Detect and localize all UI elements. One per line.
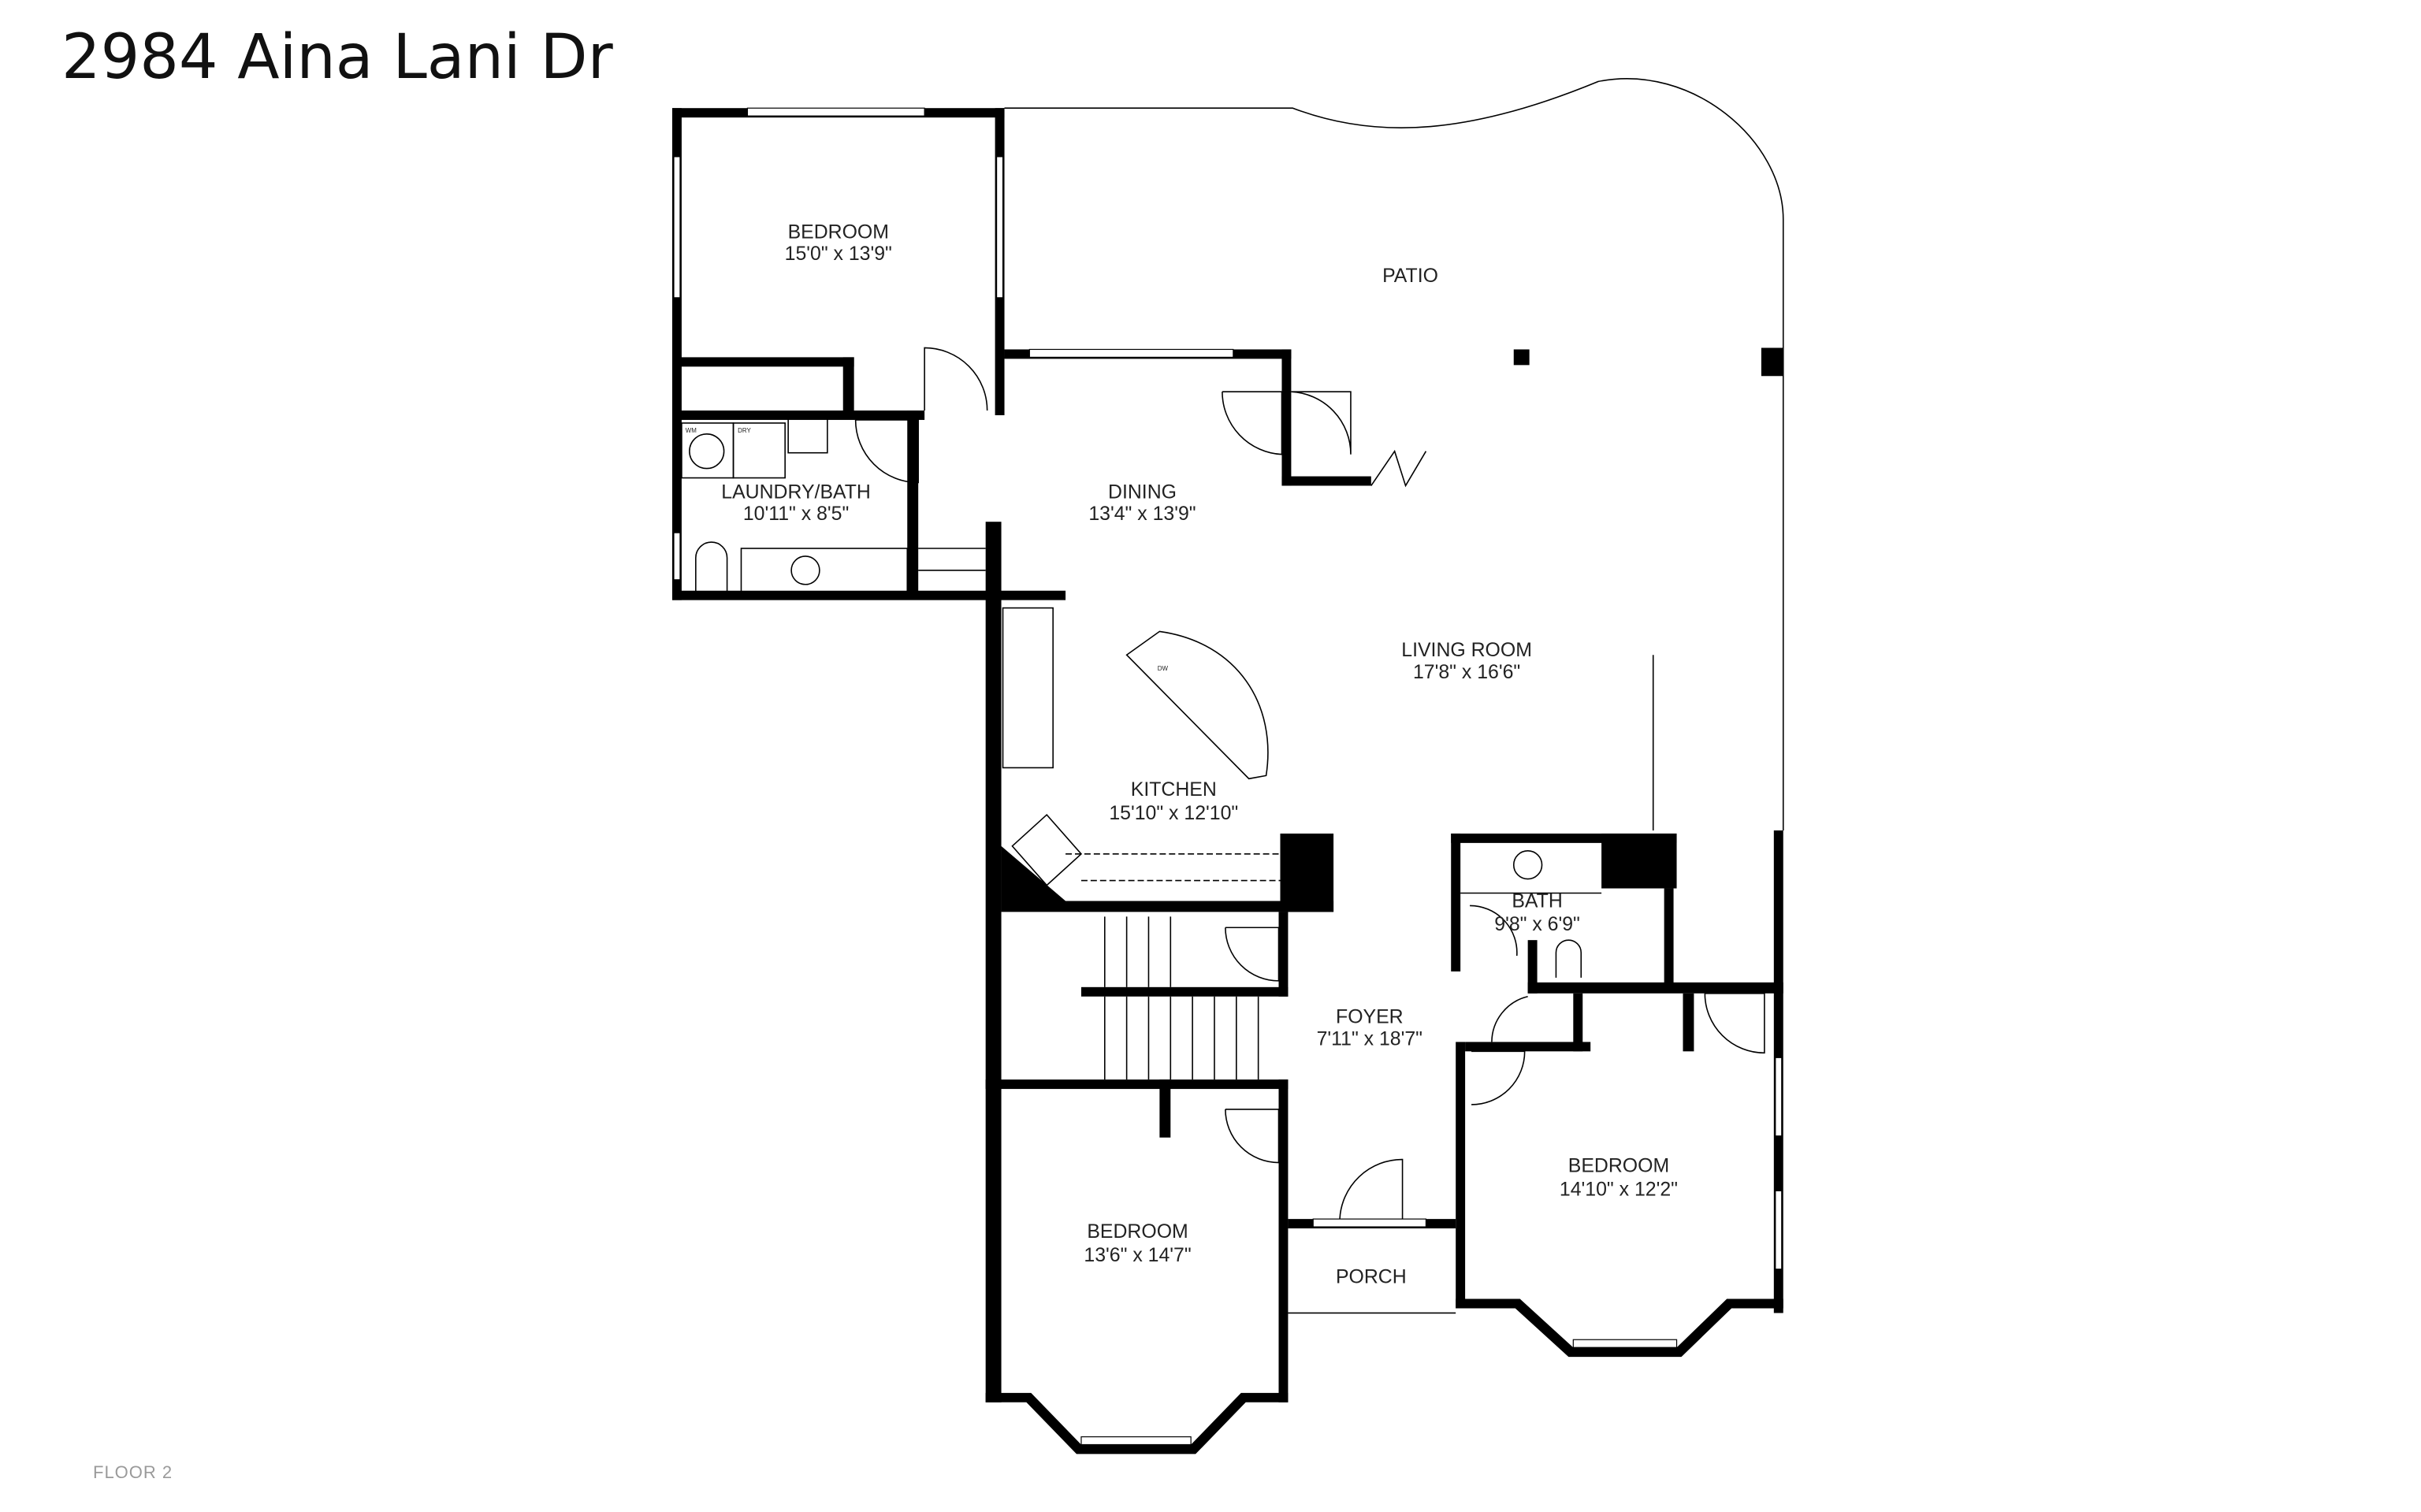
room-name: BEDROOM bbox=[788, 221, 889, 243]
room-size: 10'11" x 8'5" bbox=[743, 503, 849, 525]
staircase bbox=[918, 548, 1259, 1080]
room-name: LAUNDRY/BATH bbox=[721, 481, 871, 503]
room-size: 7'11" x 18'7" bbox=[1317, 1028, 1422, 1049]
room-size: 9'8" x 6'9" bbox=[1494, 914, 1580, 935]
floor-label: FLOOR 2 bbox=[93, 1462, 173, 1482]
dryer-label: DRY bbox=[738, 427, 751, 434]
room-name: LIVING ROOM bbox=[1401, 640, 1532, 661]
room-name: BEDROOM bbox=[1568, 1155, 1669, 1176]
room-size: 15'10" x 12'10" bbox=[1109, 803, 1238, 824]
washer-label: WM bbox=[686, 427, 697, 434]
room-name: PATIO bbox=[1382, 266, 1438, 287]
room-size: 13'6" x 14'7" bbox=[1084, 1245, 1191, 1266]
walls bbox=[672, 107, 1783, 1454]
fixtures bbox=[681, 418, 1602, 978]
room-name: PORCH bbox=[1336, 1267, 1407, 1288]
room-name: DINING bbox=[1108, 481, 1177, 503]
room-name: FOYER bbox=[1336, 1007, 1404, 1028]
patio-outline bbox=[1004, 78, 1784, 830]
property-address-title: 2984 Aina Lani Dr bbox=[61, 22, 613, 93]
room-size: 14'10" x 12'2" bbox=[1560, 1179, 1678, 1200]
room-name: BATH bbox=[1512, 890, 1562, 912]
room-size: 15'0" x 13'9" bbox=[785, 243, 892, 265]
room-name: KITCHEN bbox=[1131, 779, 1217, 801]
room-size: 13'4" x 13'9" bbox=[1088, 503, 1196, 525]
dishwasher-label: DW bbox=[1158, 665, 1169, 672]
room-name: BEDROOM bbox=[1087, 1221, 1188, 1243]
room-labels: BEDROOM 15'0" x 13'9" PATIO LAUNDRY/BATH… bbox=[686, 221, 1678, 1287]
room-size: 17'8" x 16'6" bbox=[1413, 662, 1520, 683]
doors bbox=[854, 347, 1765, 1220]
